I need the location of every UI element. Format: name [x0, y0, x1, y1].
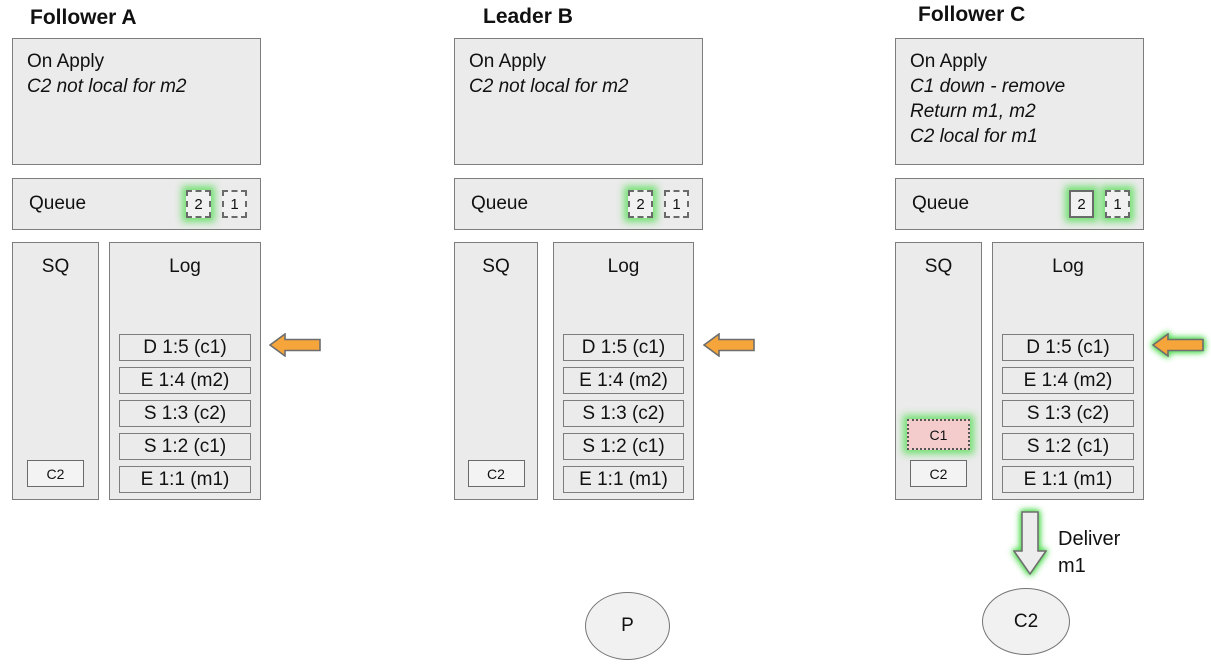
on-apply-label: On Apply — [469, 51, 547, 72]
sq-items: C2 — [455, 460, 537, 487]
log-entries: D 1:5 (c1) E 1:4 (m2) S 1:3 (c2) S 1:2 (… — [119, 334, 251, 493]
consumer-c2-ellipse: C2 — [982, 588, 1070, 655]
sq-label: SQ — [41, 256, 70, 277]
log-entry: S 1:2 (c1) — [563, 433, 684, 460]
log-label: Log — [169, 256, 201, 277]
node-title: Leader B — [483, 5, 573, 28]
on-apply-note: Return m1, m2 — [910, 101, 1036, 122]
sq-box: SQ C2 — [454, 242, 538, 500]
log-entry: D 1:5 (c1) — [1002, 334, 1134, 361]
apply-pointer-left-arrow-icon — [269, 333, 321, 357]
on-apply-label: On Apply — [27, 51, 105, 72]
on-apply-box: On Apply C1 down - remove Return m1, m2 … — [895, 38, 1144, 165]
sq-label: SQ — [482, 256, 510, 277]
queue-label: Queue — [471, 193, 529, 214]
log-box: Log D 1:5 (c1) E 1:4 (m2) S 1:3 (c2) S 1… — [109, 242, 261, 500]
queue-items: 2 1 — [628, 190, 689, 218]
sq-item-c2: C2 — [910, 460, 967, 487]
log-entry: E 1:4 (m2) — [563, 367, 684, 394]
log-entry: S 1:2 (c1) — [119, 433, 251, 460]
log-entry: E 1:1 (m1) — [119, 466, 251, 493]
sq-box: SQ C2 — [12, 242, 99, 500]
sq-box: SQ C1 C2 — [895, 242, 982, 500]
log-label: Log — [1052, 256, 1084, 277]
apply-pointer-left-arrow-icon — [703, 333, 755, 357]
on-apply-box: On Apply C2 not local for m2 — [12, 38, 261, 165]
on-apply-note: C1 down - remove — [910, 76, 1066, 97]
log-entry: E 1:4 (m2) — [119, 367, 251, 394]
on-apply-label: On Apply — [910, 51, 988, 72]
sq-label: SQ — [924, 256, 953, 277]
log-entry: E 1:4 (m2) — [1002, 367, 1134, 394]
on-apply-note: C2 local for m1 — [910, 126, 1038, 147]
queue-slot-2: 2 — [186, 190, 211, 218]
on-apply-box: On Apply C2 not local for m2 — [454, 38, 703, 165]
log-label: Log — [607, 256, 640, 277]
log-entry: E 1:1 (m1) — [1002, 466, 1134, 493]
sq-item-c2: C2 — [467, 460, 525, 487]
node-column-leader-b: Leader B On Apply C2 not local for m2 Qu… — [454, 0, 755, 669]
queue-box: Queue 2 1 — [895, 178, 1144, 230]
sq-item-c1: C1 — [907, 419, 970, 450]
log-entry: S 1:3 (c2) — [563, 400, 684, 427]
deliver-down-arrow-icon — [1012, 511, 1048, 576]
producer-label: P — [621, 615, 634, 636]
log-box: Log D 1:5 (c1) E 1:4 (m2) S 1:3 (c2) S 1… — [553, 242, 694, 500]
deliver-line: m1 — [1058, 555, 1086, 577]
queue-slot-1: 1 — [664, 190, 689, 218]
on-apply-note: C2 not local for m2 — [469, 76, 629, 97]
queue-items: 2 1 — [1069, 190, 1130, 218]
log-box: Log D 1:5 (c1) E 1:4 (m2) S 1:3 (c2) S 1… — [992, 242, 1144, 500]
queue-label: Queue — [29, 193, 87, 214]
queue-label: Queue — [912, 193, 970, 214]
log-entry: S 1:3 (c2) — [1002, 400, 1134, 427]
log-entry: D 1:5 (c1) — [119, 334, 251, 361]
node-column-follower-a: Follower A On Apply C2 not local for m2 … — [12, 0, 321, 669]
queue-slot-1: 1 — [222, 190, 247, 218]
sq-items: C1 C2 — [896, 419, 981, 487]
deliver-label: Deliver m1 — [1058, 526, 1120, 580]
queue-box: Queue 2 1 — [12, 178, 261, 230]
log-entry: D 1:5 (c1) — [563, 334, 684, 361]
log-entry: S 1:2 (c1) — [1002, 433, 1134, 460]
log-entries: D 1:5 (c1) E 1:4 (m2) S 1:3 (c2) S 1:2 (… — [1002, 334, 1134, 493]
on-apply-note: C2 not local for m2 — [27, 76, 187, 97]
queue-items: 2 1 — [186, 190, 247, 218]
sq-item-c2: C2 — [27, 460, 84, 487]
queue-slot-1: 1 — [1105, 190, 1130, 218]
node-title: Follower A — [30, 6, 137, 29]
queue-slot-2: 2 — [628, 190, 653, 218]
node-title: Follower C — [918, 3, 1026, 26]
log-entry: E 1:1 (m1) — [563, 466, 684, 493]
producer-ellipse: P — [585, 592, 670, 660]
apply-pointer-left-arrow-icon — [1152, 333, 1204, 357]
node-column-follower-c: Follower C On Apply C1 down - remove Ret… — [895, 0, 1204, 669]
sq-items: C2 — [13, 460, 98, 487]
consumer-label: C2 — [1013, 610, 1039, 632]
deliver-line: Deliver — [1058, 528, 1121, 550]
log-entries: D 1:5 (c1) E 1:4 (m2) S 1:3 (c2) S 1:2 (… — [563, 334, 684, 493]
log-entry: S 1:3 (c2) — [119, 400, 251, 427]
queue-box: Queue 2 1 — [454, 178, 703, 230]
queue-slot-2: 2 — [1069, 190, 1094, 218]
